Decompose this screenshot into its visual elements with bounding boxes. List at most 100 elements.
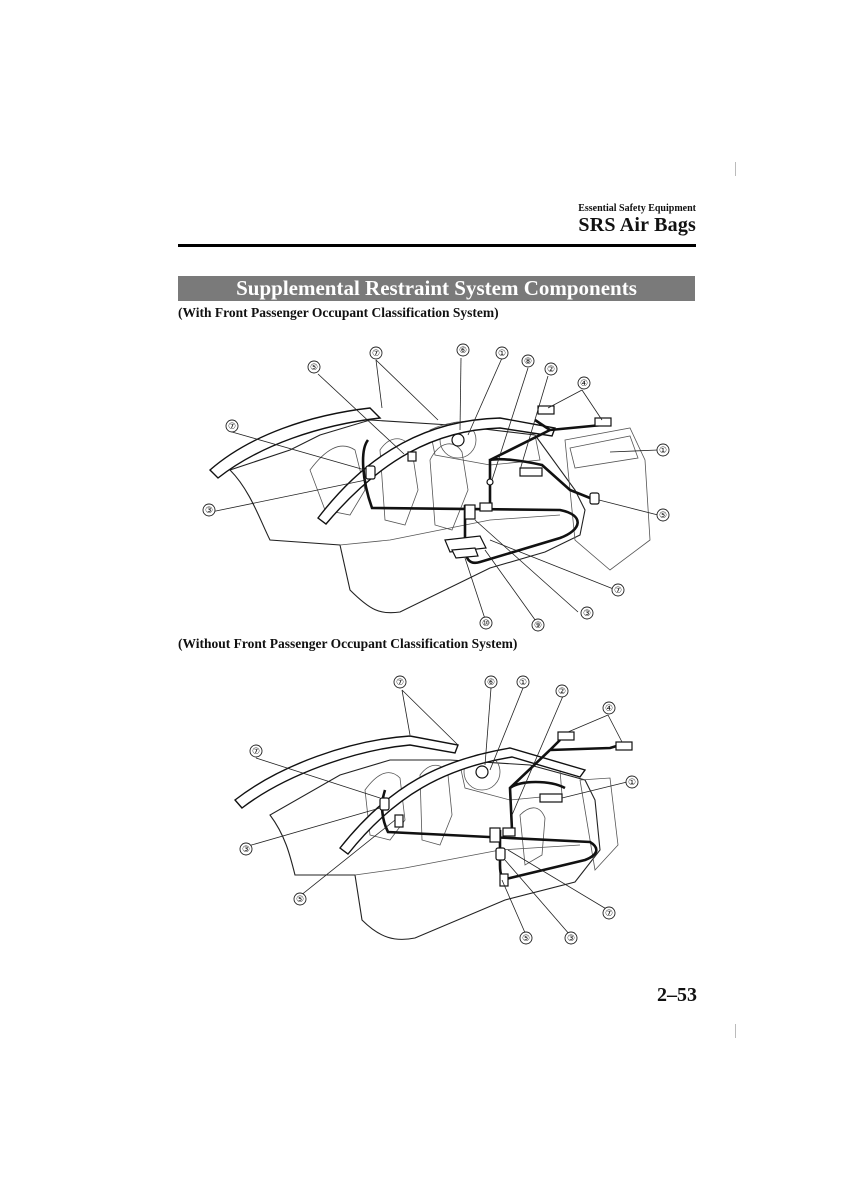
page-edge-mark-bottom <box>735 1024 736 1038</box>
front-seat-passenger <box>519 807 546 866</box>
sas-unit <box>479 502 493 512</box>
svg-text:①: ① <box>519 678 527 688</box>
passenger-airbag-module <box>519 467 543 477</box>
sas-unit <box>502 827 516 837</box>
svg-text:⑦: ⑦ <box>228 422 236 432</box>
srs-diagram-with-ocs: ⑦ ⑥ ① ⑧ ⑤ ② ④ ⑦ ① ③ ⑤ ⑦ ③ ⑨ ⑩ <box>202 343 670 632</box>
svg-text:③: ③ <box>567 934 575 944</box>
curtain-inflator-left <box>557 731 575 741</box>
side-airbag-module-left <box>379 797 390 811</box>
callout-1-top: ① <box>495 346 509 360</box>
callout-7-left: ⑦ <box>249 744 263 758</box>
callout-2: ② <box>555 684 569 698</box>
callout-5-bottom: ⑤ <box>519 931 533 945</box>
svg-text:⑦: ⑦ <box>372 349 380 359</box>
pretensioner-left <box>407 451 417 462</box>
srs-diagram-without-ocs: ⑦ ⑥ ① ② ④ ⑦ ① ③ ⑤ ⑦ ⑤ ③ <box>233 675 639 945</box>
page-number: 2–53 <box>657 984 697 1006</box>
driver-airbag-module <box>475 765 489 779</box>
section-label: Essential Safety Equipment <box>578 203 696 214</box>
curtain-airbag-left <box>233 735 459 809</box>
callout-3-left: ③ <box>202 503 216 517</box>
curtain-inflator-right <box>594 417 612 427</box>
wiring-harness <box>380 739 621 880</box>
pretensioner-left <box>394 814 404 828</box>
callout-6: ⑥ <box>484 675 498 689</box>
svg-text:⑨: ⑨ <box>534 621 542 631</box>
callout-5-left: ⑤ <box>293 892 307 906</box>
driver-airbag-module <box>451 433 465 447</box>
passenger-airbag-module <box>539 793 563 803</box>
svg-text:⑤: ⑤ <box>522 934 530 944</box>
callout-9: ⑨ <box>531 618 545 632</box>
svg-text:⑦: ⑦ <box>396 678 404 688</box>
leader-lines <box>210 357 659 625</box>
svg-text:⑤: ⑤ <box>296 895 304 905</box>
front-seat-passenger <box>429 443 469 531</box>
svg-text:⑩: ⑩ <box>482 619 490 629</box>
door-window <box>569 435 639 469</box>
callout-8: ⑧ <box>521 354 535 368</box>
svg-text:⑤: ⑤ <box>310 363 318 373</box>
svg-text:①: ① <box>659 446 667 456</box>
pretensioner-right <box>499 873 509 887</box>
side-airbag-sensor-right <box>589 492 600 505</box>
seat-belt-pretensioner-right <box>489 827 501 843</box>
callout-4: ④ <box>577 376 591 390</box>
svg-text:①: ① <box>628 778 636 788</box>
callout-3-left: ③ <box>239 842 253 856</box>
callout-5-right: ⑤ <box>656 508 670 522</box>
header-rule <box>178 244 696 247</box>
svg-text:④: ④ <box>605 704 613 714</box>
figure-1-caption: (With Front Passenger Occupant Classific… <box>178 305 499 320</box>
front-door-frame <box>564 427 651 571</box>
callout-10: ⑩ <box>479 616 493 630</box>
knee-airbag <box>486 478 494 486</box>
leader-lines <box>247 687 628 936</box>
curtain-airbag-left <box>208 407 382 479</box>
svg-text:②: ② <box>547 365 555 375</box>
svg-text:⑥: ⑥ <box>487 678 495 688</box>
callout-2: ② <box>544 362 558 376</box>
callout-7-bottom: ⑦ <box>611 583 625 597</box>
curtain-inflator-right <box>615 741 633 751</box>
callout-4: ④ <box>602 701 616 715</box>
svg-text:⑦: ⑦ <box>252 747 260 757</box>
wiring-harness <box>361 418 603 565</box>
callout-3-bottom: ③ <box>580 606 594 620</box>
figure-1-diagram: ⑦ ⑥ ① ⑧ ⑤ ② ④ ⑦ ① ③ ⑤ ⑦ ③ ⑨ ⑩ <box>190 340 680 635</box>
side-airbag-sensor-left <box>365 465 376 480</box>
svg-text:⑦: ⑦ <box>614 586 622 596</box>
chapter-title: SRS Air Bags <box>578 214 696 236</box>
seat-belt-pretensioner-right <box>464 504 476 520</box>
svg-text:③: ③ <box>583 609 591 619</box>
svg-text:⑤: ⑤ <box>659 511 667 521</box>
side-airbag-module-right <box>495 847 506 861</box>
svg-text:⑧: ⑧ <box>524 357 532 367</box>
svg-text:⑦: ⑦ <box>605 909 613 919</box>
occupant-classification-sensor <box>444 535 487 553</box>
callout-6: ⑥ <box>456 343 470 357</box>
callout-5-top: ⑤ <box>307 360 321 374</box>
callout-1-right: ① <box>625 775 639 789</box>
svg-text:③: ③ <box>242 845 250 855</box>
figure-2-caption: (Without Front Passenger Occupant Classi… <box>178 636 518 651</box>
callout-3-bottom: ③ <box>564 931 578 945</box>
svg-text:②: ② <box>558 687 566 697</box>
svg-text:⑥: ⑥ <box>459 346 467 356</box>
curtain-inflator-left <box>537 405 555 415</box>
car-body-outline <box>269 759 601 940</box>
section-banner: Supplemental Restraint System Components <box>178 276 695 301</box>
rear-seat <box>309 445 366 516</box>
callout-7-top: ⑦ <box>393 675 407 689</box>
callout-7-top: ⑦ <box>369 346 383 360</box>
svg-text:③: ③ <box>205 506 213 516</box>
callout-1-top: ① <box>516 675 530 689</box>
callout-7-left: ⑦ <box>225 419 239 433</box>
seat-weight-sensor <box>451 547 479 559</box>
callout-7-bottom: ⑦ <box>602 906 616 920</box>
floor-line <box>354 844 581 876</box>
front-door-panel <box>579 777 619 871</box>
page-edge-mark-top <box>735 162 736 176</box>
callout-1-right: ① <box>656 443 670 457</box>
